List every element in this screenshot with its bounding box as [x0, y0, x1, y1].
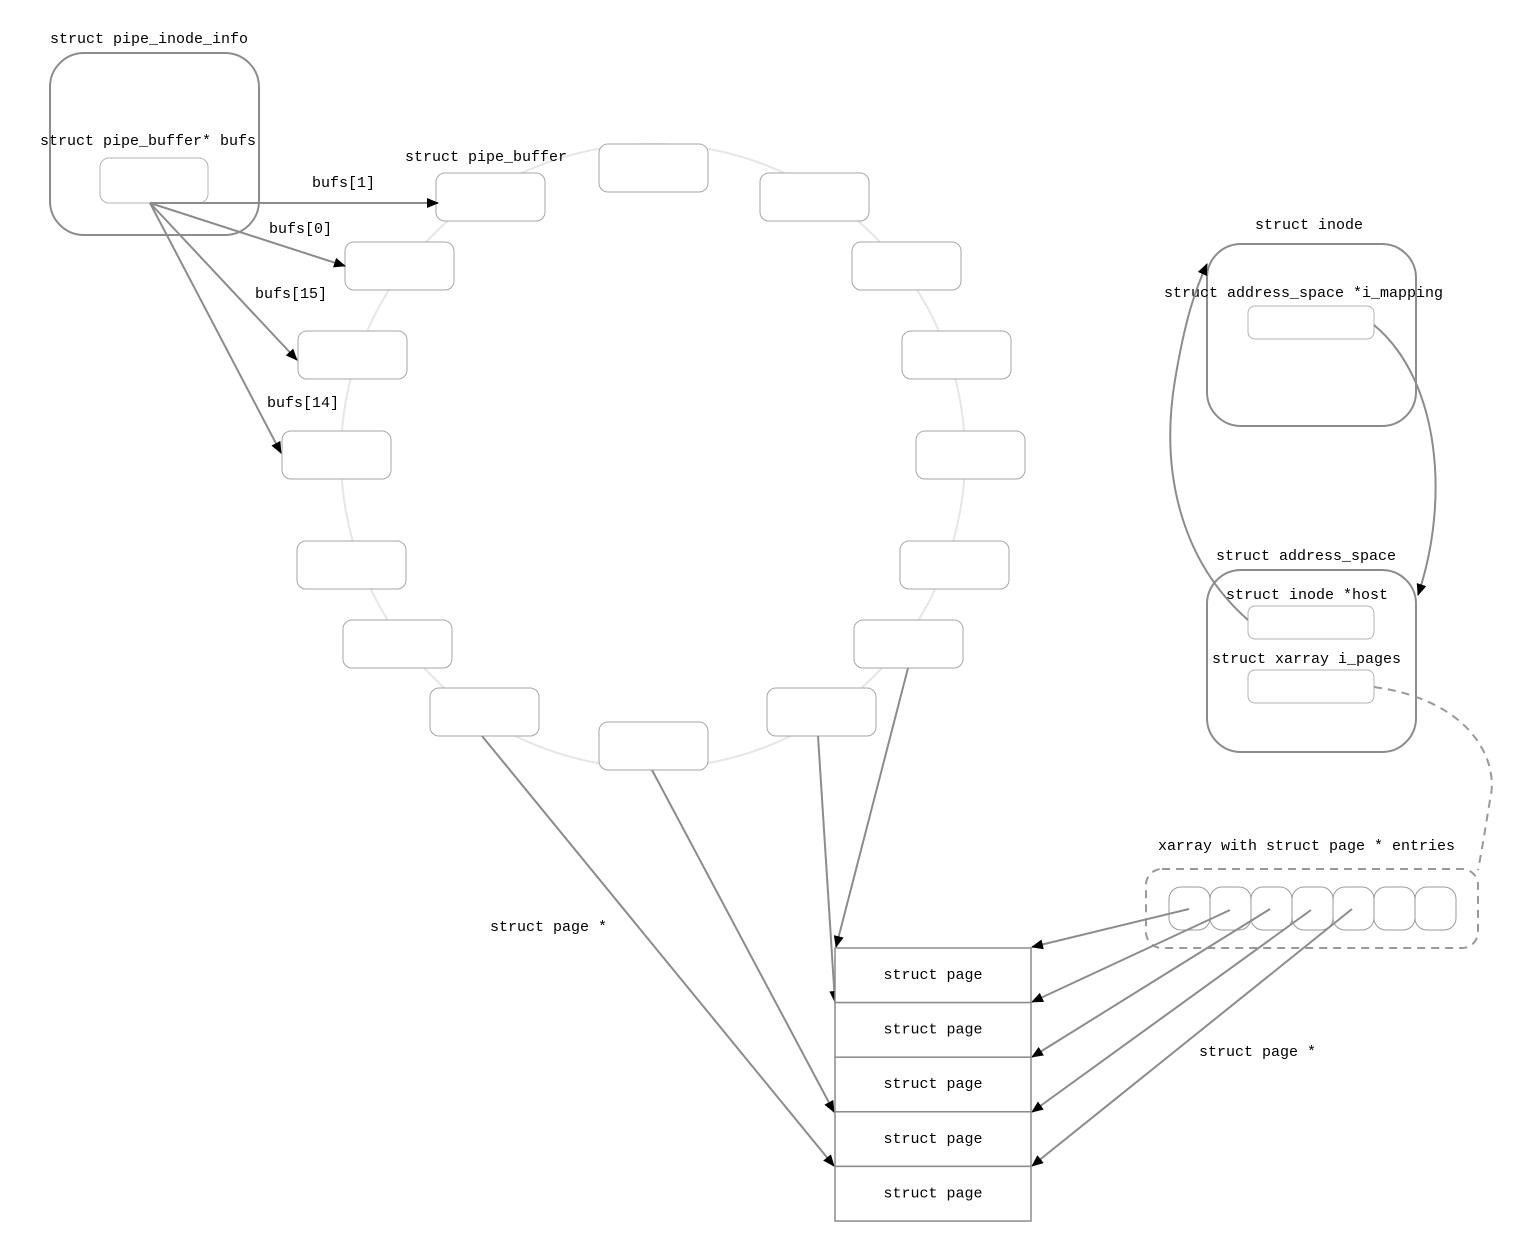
bufs-field[interactable]	[99, 157, 209, 204]
inode-box[interactable]	[1206, 243, 1417, 427]
xarray-to-page-edges	[1031, 908, 1353, 1167]
address-space: struct address_space struct inode *host …	[1206, 548, 1417, 753]
pipe-buffer-title: struct pipe_buffer	[405, 149, 567, 166]
struct-page-box[interactable]	[834, 1165, 1032, 1222]
xarray-entry[interactable]	[1332, 886, 1375, 931]
bufs-field-label: struct pipe_buffer* bufs	[40, 133, 256, 150]
pipe-buffer-slot[interactable]	[297, 330, 408, 380]
pipe-buffer-slot[interactable]	[344, 241, 455, 291]
struct-page-label: struct page	[883, 1131, 982, 1148]
i-mapping-field[interactable]	[1247, 305, 1375, 340]
right-page-pointer-label: struct page *	[1199, 1044, 1316, 1061]
pipe-inode-info-box[interactable]	[49, 52, 260, 236]
pipe-buffer-slot[interactable]	[766, 687, 877, 737]
bufs-pointer-edges	[149, 198, 439, 454]
bufs-14-label: bufs[14]	[267, 395, 339, 412]
edge-xarray-page-1	[1031, 909, 1231, 1003]
pipe-inode-info: struct pipe_inode_info struct pipe_buffe…	[40, 31, 260, 236]
pipe-buffer-slot[interactable]	[901, 330, 1012, 380]
inode-title: struct inode	[1255, 217, 1363, 234]
xarray: xarray with struct page * entries	[1145, 838, 1479, 949]
i-mapping-label: struct address_space *i_mapping	[1164, 285, 1443, 302]
edge-xarray-page-3	[1031, 909, 1312, 1113]
xarray-title: xarray with struct page * entries	[1158, 838, 1455, 855]
address-space-title: struct address_space	[1216, 548, 1396, 565]
struct-page-stack: struct page struct page struct page struct …	[834, 947, 1032, 1222]
pipe-buffer-slot[interactable]	[598, 143, 709, 193]
xarray-entry[interactable]	[1373, 886, 1416, 931]
edge-bufs-14	[149, 202, 282, 454]
bufs-1-label: bufs[1]	[312, 175, 375, 192]
address-space-box[interactable]	[1206, 569, 1417, 753]
inode: struct inode struct address_space *i_map…	[1164, 217, 1443, 427]
edge-i-mapping-to-address-space	[1373, 324, 1437, 596]
struct-page-label: struct page	[883, 1022, 982, 1039]
pipe-buffer-slot[interactable]	[915, 430, 1026, 480]
edge-bufs-15	[149, 202, 298, 361]
pipe-buffer-slot[interactable]	[759, 172, 870, 222]
struct-page-label: struct page	[883, 1185, 982, 1202]
edge-buffer-page-1	[817, 735, 840, 1003]
host-field[interactable]	[1247, 605, 1375, 640]
edge-xarray-page-4	[1031, 908, 1353, 1167]
edge-xarray-page-2	[1031, 908, 1271, 1058]
xarray-container	[1145, 868, 1479, 949]
pipe-buffer-slot[interactable]	[598, 721, 709, 771]
pipe-buffer-slot[interactable]	[281, 430, 392, 480]
bufs-0-label: bufs[0]	[269, 221, 332, 238]
pipe-buffer-slot[interactable]	[429, 687, 540, 737]
struct-page-label: struct page	[883, 967, 982, 984]
buffer-to-page-edges	[481, 667, 909, 1167]
xarray-entry[interactable]	[1414, 886, 1457, 931]
pipe-buffer-slot[interactable]	[296, 540, 407, 590]
edge-bufs-0	[149, 202, 346, 268]
pipe-buffer-slot[interactable]	[435, 172, 546, 222]
xarray-entry[interactable]	[1291, 886, 1334, 931]
edge-i-pages-to-xarray	[1373, 686, 1493, 871]
pipe-buffer-slot[interactable]	[342, 619, 453, 669]
edge-xarray-page-0	[1031, 908, 1190, 950]
left-page-pointer-label: struct page *	[490, 919, 607, 936]
i-pages-field[interactable]	[1247, 669, 1375, 704]
xarray-entry[interactable]	[1250, 886, 1293, 931]
host-field-label: struct inode *host	[1226, 587, 1388, 604]
pipe-inode-info-title: struct pipe_inode_info	[50, 31, 248, 48]
pipe-buffer-slot[interactable]	[851, 241, 962, 291]
bufs-15-label: bufs[15]	[255, 286, 327, 303]
xarray-entries	[1168, 886, 1457, 931]
edge-buffer-page-0	[833, 667, 909, 948]
pipe-buffer-slot[interactable]	[853, 619, 964, 669]
struct-page-box[interactable]	[834, 1001, 1032, 1058]
pipe-buffer-slot[interactable]	[899, 540, 1010, 590]
pipe-buffer-slots	[281, 143, 1026, 771]
struct-page-label: struct page	[883, 1076, 982, 1093]
struct-page-box[interactable]	[834, 1111, 1032, 1168]
i-pages-field-label: struct xarray i_pages	[1212, 651, 1401, 668]
pipe-buffer-ring	[340, 143, 966, 769]
xarray-entry[interactable]	[1168, 886, 1211, 931]
edge-buffer-page-4	[481, 735, 835, 1167]
edge-host-to-inode	[1169, 263, 1249, 621]
edge-buffer-page-3	[651, 769, 835, 1113]
